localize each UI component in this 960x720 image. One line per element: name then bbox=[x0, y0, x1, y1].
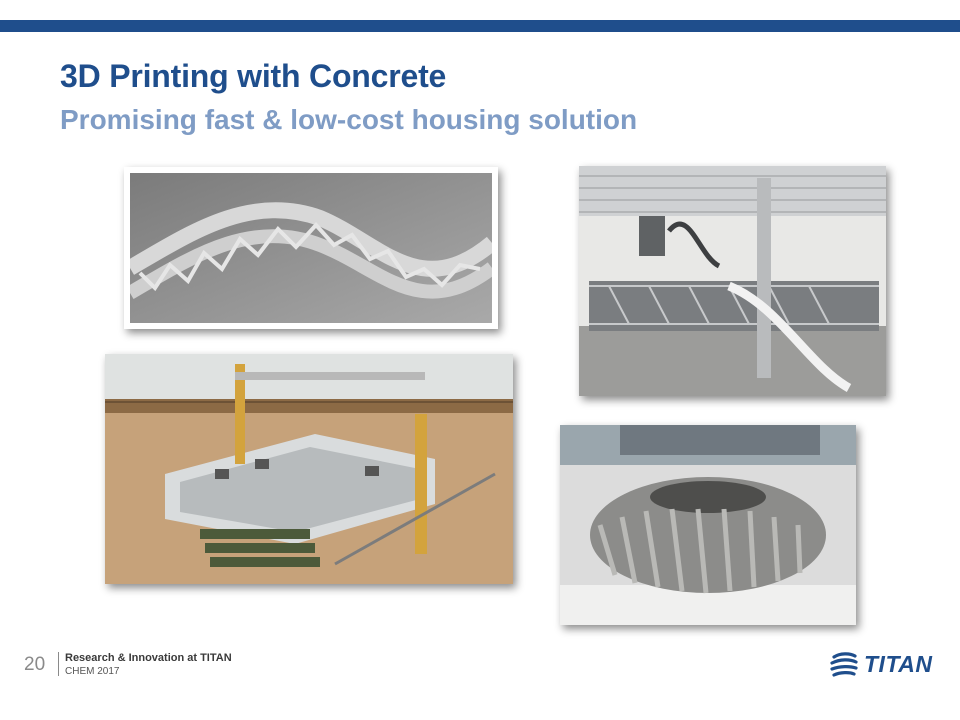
slide-subtitle: Promising fast & low-cost housing soluti… bbox=[60, 104, 638, 135]
titan-logo: TITAN bbox=[828, 645, 940, 683]
printed-radial-structure-image bbox=[560, 425, 856, 625]
slide-title: 3D Printing with Concrete bbox=[60, 58, 447, 94]
logo-text: TITAN bbox=[864, 650, 933, 677]
footer-title: Research & Innovation at TITAN bbox=[65, 652, 232, 664]
footer-subtitle: CHEM 2017 bbox=[65, 666, 120, 677]
concrete-gantry-printer-image bbox=[579, 166, 886, 396]
titan-logo-icon bbox=[830, 652, 858, 677]
top-accent-bar bbox=[0, 20, 960, 32]
page-number: 20 bbox=[24, 654, 46, 675]
house-printing-render-image bbox=[105, 354, 513, 584]
footer-divider bbox=[58, 652, 59, 676]
curved-truss-wall-image bbox=[124, 167, 498, 329]
